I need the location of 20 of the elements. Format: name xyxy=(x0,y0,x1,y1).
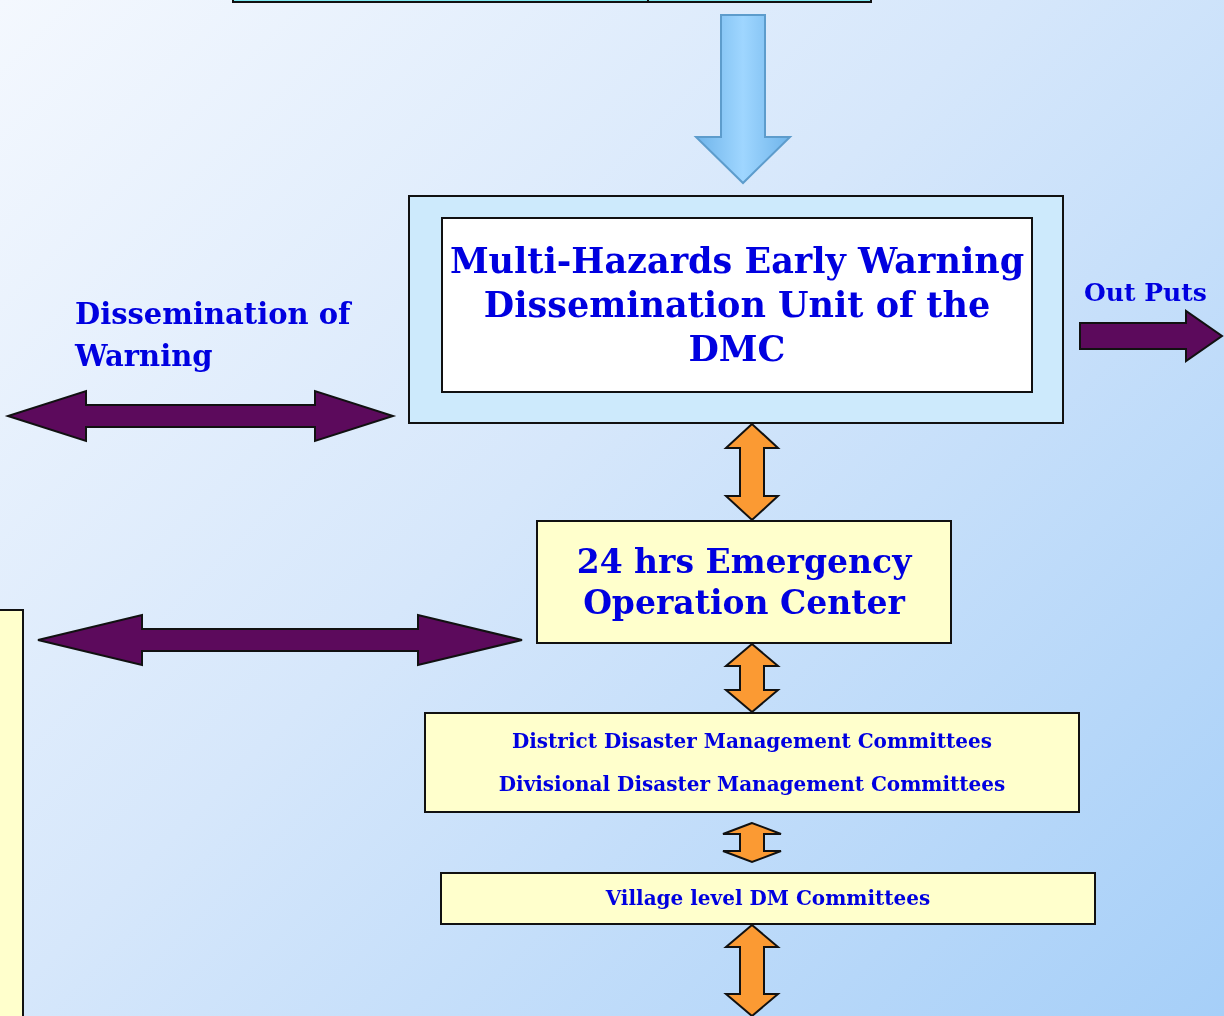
text-label: Dissemination of Warning xyxy=(75,296,353,376)
unit-box xyxy=(441,217,1033,393)
block-arrow xyxy=(4,389,397,443)
node-text: Village level DM Committees xyxy=(605,886,931,911)
block-arrow xyxy=(1079,309,1224,363)
block-arrow xyxy=(723,642,781,714)
block-arrow xyxy=(37,613,523,667)
process-box xyxy=(536,520,952,644)
committee-box xyxy=(424,712,1080,813)
unit-frame xyxy=(408,195,1064,424)
node-text: District Disaster Management Committees xyxy=(511,728,993,754)
committee-box xyxy=(440,872,1096,925)
node-text: Divisional Disaster Management Committees xyxy=(498,771,1006,797)
block-arrow xyxy=(723,422,781,522)
block-arrow xyxy=(723,923,781,1016)
node-text: Multi-Hazards Early Warning Dissemination Unit of the DMC xyxy=(448,239,1026,371)
node-text: 24 hrs Emergency Operation Center xyxy=(575,540,914,624)
block-arrow xyxy=(722,821,782,864)
block-arrow xyxy=(693,14,793,185)
edge-label: Out Puts xyxy=(1084,278,1207,307)
